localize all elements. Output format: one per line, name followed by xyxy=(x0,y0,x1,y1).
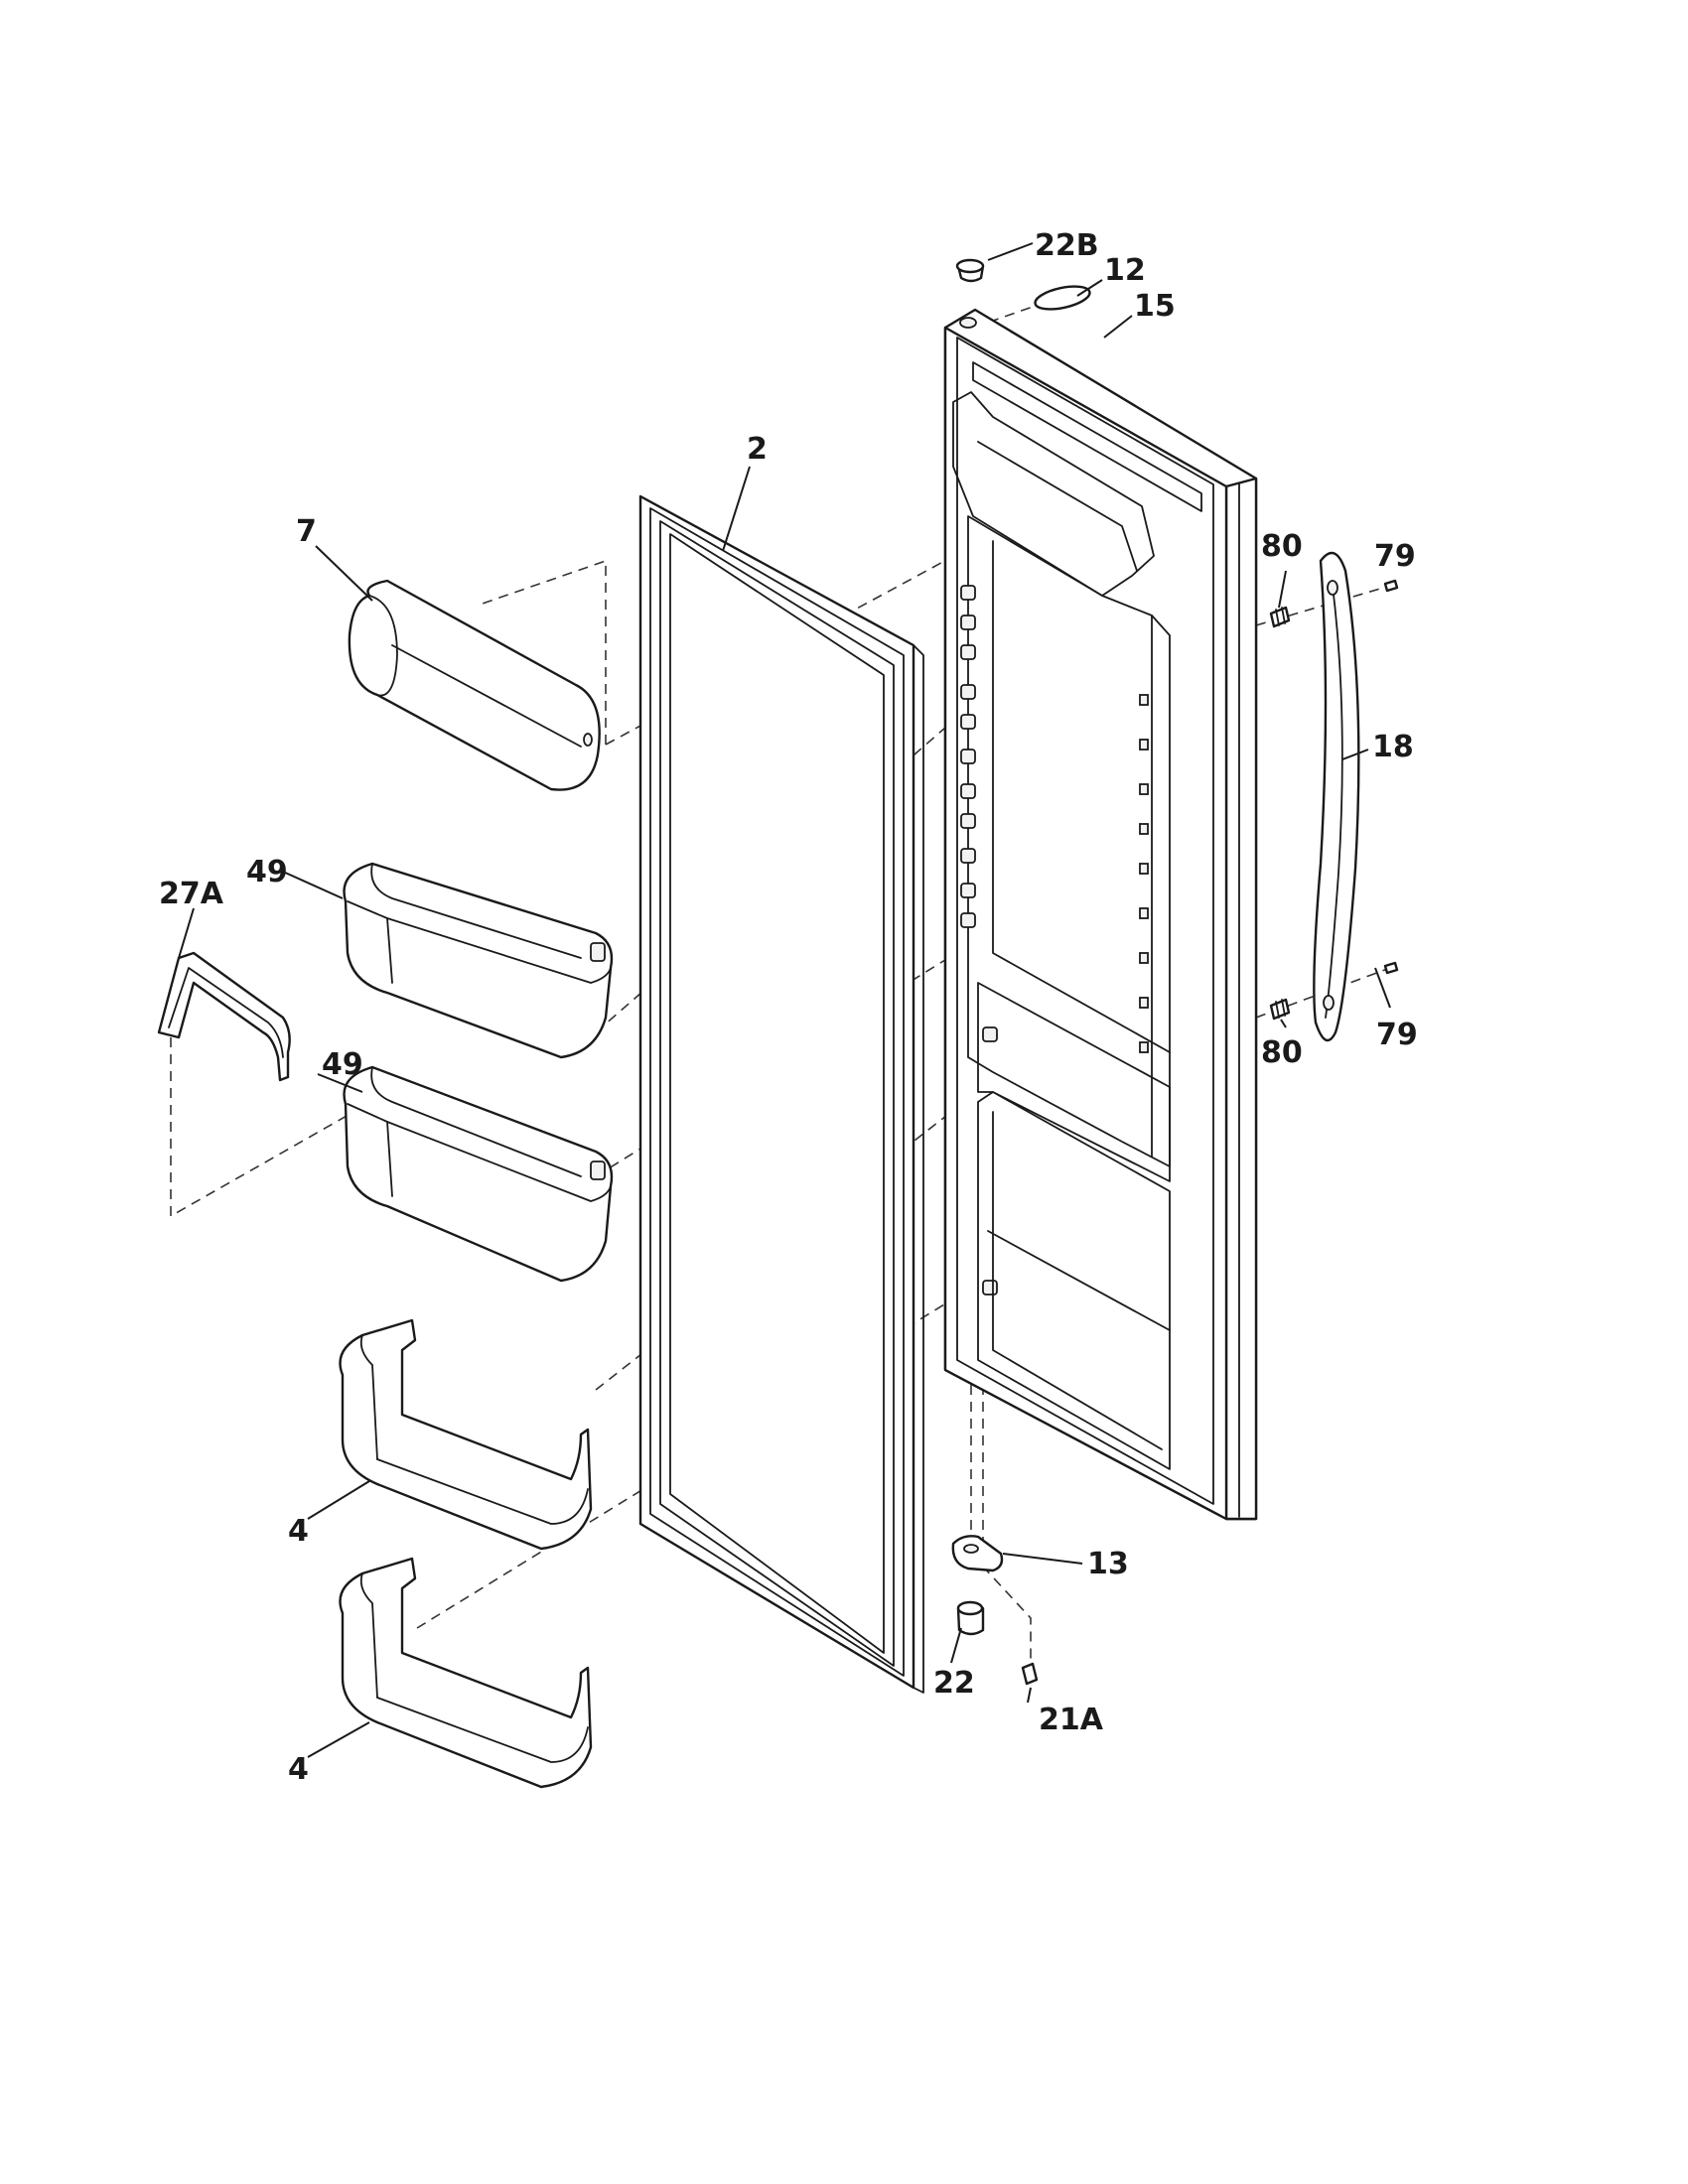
hinge-cover-plug xyxy=(1034,285,1091,311)
door-shelf-upper xyxy=(339,1318,593,1551)
callout-13: 13 xyxy=(1087,1547,1129,1581)
shelf-pegs-right xyxy=(1139,694,1149,1053)
top-hinge-bushing xyxy=(955,258,985,283)
callout-49-b: 49 xyxy=(322,1047,363,1082)
bottom-hinge xyxy=(951,1535,1004,1572)
set-screw-top xyxy=(1383,579,1399,593)
callout-79-top: 79 xyxy=(1374,539,1416,574)
shelf-pegs xyxy=(960,585,998,1296)
callout-80-bottom: 80 xyxy=(1261,1035,1303,1070)
callout-labels: 22B 12 15 2 7 80 79 18 27A 49 49 80 79 4… xyxy=(159,228,1418,1787)
door-bin-lower xyxy=(343,1065,614,1283)
callout-15: 15 xyxy=(1134,289,1176,324)
callout-21a: 21A xyxy=(1039,1703,1104,1737)
callout-4-a: 4 xyxy=(288,1514,309,1549)
callout-79-bottom: 79 xyxy=(1376,1018,1418,1052)
callout-2: 2 xyxy=(747,432,768,467)
bottom-hinge-bushing xyxy=(956,1600,985,1636)
dairy-cylinder-container xyxy=(348,579,601,791)
handle-stud-bottom xyxy=(1269,998,1291,1021)
callout-27a: 27A xyxy=(159,877,224,911)
callout-80-top: 80 xyxy=(1261,529,1303,564)
leader-lines xyxy=(178,242,1391,1758)
bin-retainer-clip xyxy=(157,951,291,1082)
door-assembly xyxy=(943,308,1258,1521)
callout-7: 7 xyxy=(296,514,317,549)
door-gasket xyxy=(638,494,924,1694)
door-bin-upper xyxy=(343,862,614,1059)
callout-18: 18 xyxy=(1372,730,1414,764)
door-shelf-lower xyxy=(339,1557,593,1789)
callout-22: 22 xyxy=(933,1666,975,1701)
callout-22b: 22B xyxy=(1035,228,1099,263)
hinge-screw xyxy=(1021,1662,1039,1686)
callout-49-a: 49 xyxy=(246,855,288,889)
door-handle xyxy=(1313,551,1360,1042)
callout-12: 12 xyxy=(1104,253,1146,288)
set-screw-bottom xyxy=(1383,961,1399,975)
handle-stud-top xyxy=(1269,606,1291,628)
callout-4-b: 4 xyxy=(288,1752,309,1787)
